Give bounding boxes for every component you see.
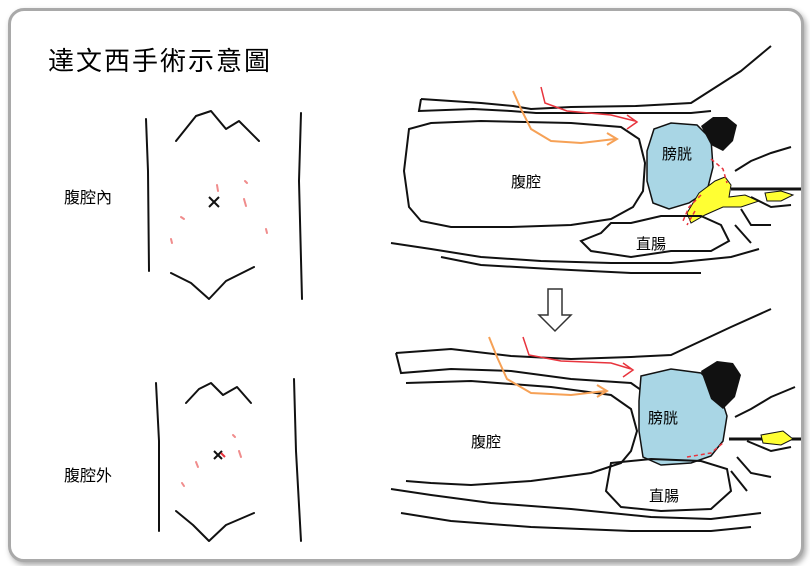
peritoneal-cavity-bottom [406,381,637,485]
anatomy-bottom [11,11,801,559]
label-cavity-bottom: 腹腔 [471,431,501,452]
diagram-frame: 達文西手術示意圖 [8,8,804,562]
body-contour-bottom [396,309,771,359]
label-bladder-bottom: 膀胱 [648,407,678,428]
incision-arrow-bottom [523,337,631,369]
label-rectum-bottom: 直腸 [649,485,679,506]
